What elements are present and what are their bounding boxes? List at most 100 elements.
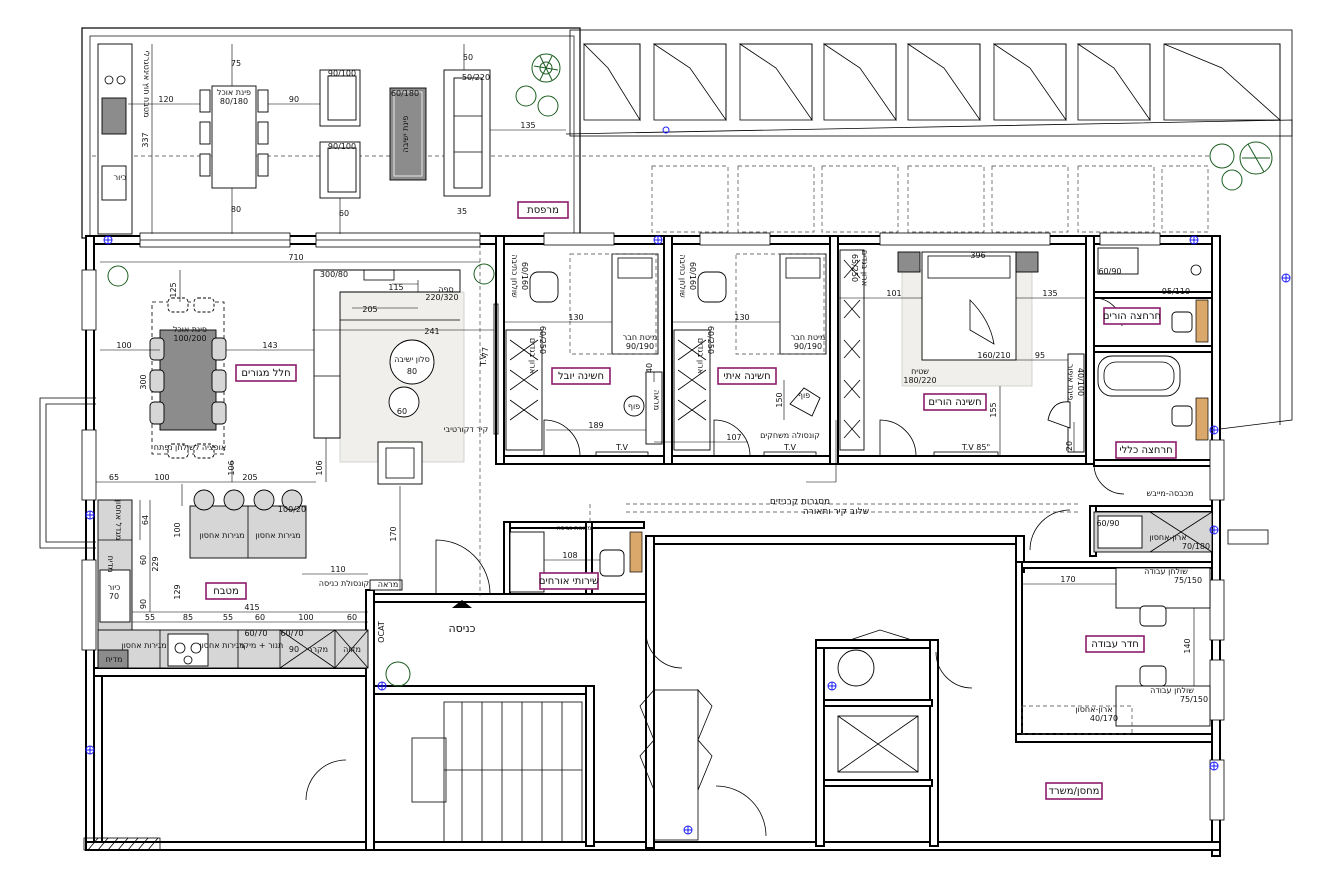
label-umbrella: מראה bbox=[378, 580, 399, 589]
dim-140: 140 bbox=[1183, 638, 1192, 653]
label-oven: תנור + מיקרו bbox=[237, 641, 284, 650]
balcony-outline bbox=[81, 27, 581, 239]
label-dining-out-size: 80/180 bbox=[220, 97, 248, 106]
dim-170: 170 bbox=[389, 526, 398, 541]
bedroom-furniture bbox=[505, 247, 1213, 773]
label-dishwasher: מדיח bbox=[106, 655, 123, 664]
label-shower-size: 95/110 bbox=[1162, 287, 1190, 296]
label-tv-c1: T.V bbox=[615, 443, 628, 452]
label-linen: ארון-אחסון bbox=[1149, 533, 1186, 542]
room-label-balcony: מרפסת bbox=[527, 205, 559, 216]
pergola-strip bbox=[569, 29, 1293, 137]
label-puf-1: פוף bbox=[628, 402, 640, 411]
dim-107: 107 bbox=[726, 433, 741, 442]
label-salon-num2: 60 bbox=[397, 407, 407, 416]
balcony-inner-outline bbox=[89, 35, 575, 237]
label-seating: פינת ישיבה bbox=[401, 116, 410, 153]
label-friend-bed-2: מיטת חבר bbox=[791, 333, 826, 342]
label-island-a: מגירות אחסון bbox=[199, 531, 244, 540]
dim-205b: 205 bbox=[242, 473, 257, 482]
label-desk-c2: שולחן כתיבה bbox=[678, 254, 687, 298]
label-island-size: 100/20 bbox=[278, 505, 306, 514]
label-dining-in-size: 100/200 bbox=[173, 334, 206, 343]
windows bbox=[39, 232, 1269, 821]
label-deco-wall: קיר דקורטיבי bbox=[444, 425, 489, 434]
room-label-master: חשינה הורים bbox=[928, 397, 981, 408]
label-desk-top-size: 75/150 bbox=[1174, 576, 1202, 585]
label-cab-a: מגירות אחסון bbox=[121, 641, 166, 650]
dim-85: 85 bbox=[183, 613, 193, 622]
dim-106: 106 bbox=[227, 460, 236, 475]
label-vanity-size: 40/100 bbox=[1076, 368, 1085, 396]
dim-60: 60 bbox=[339, 209, 349, 218]
dim-130b: 130 bbox=[734, 313, 749, 322]
balcony-furniture bbox=[97, 43, 491, 235]
dim-189: 189 bbox=[588, 421, 603, 430]
dimension-labels: 75 120 90 337 80 60 50 135 35 710 125 11… bbox=[109, 53, 1192, 654]
label-console-laundry: קונסולה משחקים bbox=[760, 431, 820, 440]
dim-125: 125 bbox=[169, 282, 178, 297]
dim-60d: 60 bbox=[139, 555, 148, 565]
label-tv85: T.V 85" bbox=[961, 443, 990, 452]
label-sofa-out-size: 50/220 bbox=[462, 73, 490, 82]
label-master-rug: שטיח bbox=[911, 367, 929, 376]
label-dining-out: פינת אוכל bbox=[217, 88, 251, 97]
label-ocat: OCAT bbox=[377, 621, 386, 643]
label-tv-c2: T.V bbox=[783, 443, 796, 452]
label-closet-c1-size: 60/250 bbox=[538, 326, 547, 354]
label-kitchen-col2: מדיח bbox=[106, 556, 115, 573]
label-sink-size: 60/90 bbox=[1098, 267, 1121, 276]
dim-50: 50 bbox=[463, 53, 473, 62]
dim-130: 130 bbox=[568, 313, 583, 322]
label-sofa-in-size2: 300/80 bbox=[320, 270, 348, 279]
label-bed-size-1: 90/190 bbox=[626, 342, 654, 351]
label-kitchen-col1: מגדל אחסון bbox=[114, 500, 123, 540]
label-curtains-note2: שלוב קיר ותאורה bbox=[803, 507, 869, 517]
dim-143: 143 bbox=[262, 341, 277, 350]
dim-205: 205 bbox=[362, 305, 377, 314]
room-label-guest-wc: שירותי אורחים bbox=[539, 576, 599, 587]
label-desk-c1-size: 60/160 bbox=[520, 262, 529, 290]
markers bbox=[85, 126, 1291, 835]
room-label-family: חלל מגורים bbox=[241, 368, 290, 379]
label-entrance: כניסה bbox=[448, 622, 475, 635]
dim-229: 229 bbox=[151, 556, 160, 571]
dimension-lines bbox=[96, 44, 1195, 686]
pergola-skylights bbox=[583, 43, 1281, 122]
dim-710: 710 bbox=[288, 253, 303, 262]
stairs bbox=[83, 629, 913, 851]
room-labels: מרפסת חלל מגורים מטבח חשינה יובל חשינה א… bbox=[205, 201, 1177, 800]
dim-65: 65 bbox=[109, 473, 119, 482]
dim-55b: 55 bbox=[223, 613, 233, 622]
label-chair-size-1: 90/100 bbox=[328, 69, 356, 78]
dim-115: 115 bbox=[388, 283, 403, 292]
label-closet-c1: ארון בגדים bbox=[528, 338, 537, 374]
dim-106b: 106 bbox=[315, 460, 324, 475]
label-chair-size-2: 90/100 bbox=[328, 142, 356, 151]
label-puf-2: פוף bbox=[798, 391, 810, 400]
living-furniture bbox=[149, 269, 499, 485]
room-label-general-bath: חרחצה כללי bbox=[1119, 445, 1172, 456]
label-kitchen-sink-size: 70 bbox=[109, 592, 119, 601]
label-laundry: מכבסה-מייבש bbox=[1147, 489, 1194, 498]
dim-100d: 100 bbox=[298, 613, 313, 622]
label-sink-size-2: 60/90 bbox=[1096, 519, 1119, 528]
label-study-closet: ארון-אחסון bbox=[1075, 705, 1112, 714]
dim-135b: 135 bbox=[1042, 289, 1057, 298]
dim-396: 396 bbox=[970, 251, 985, 260]
room-label-kitchen: מטבח bbox=[213, 586, 239, 597]
dim-101: 101 bbox=[886, 289, 901, 298]
label-curtains-note: מסגרות קרניזים bbox=[770, 497, 830, 507]
label-vanity: פינת איפור bbox=[1066, 364, 1075, 401]
dim-40: 40 bbox=[645, 363, 654, 373]
label-master-closet-size: 65/250 bbox=[850, 254, 859, 282]
skylight-grid bbox=[92, 155, 1212, 233]
label-closet-c2-size: 60/250 bbox=[706, 326, 715, 354]
dim-20: 20 bbox=[1065, 441, 1074, 451]
dim-415: 415 bbox=[244, 603, 259, 612]
label-cab-b: מגירות אחסון bbox=[199, 641, 244, 650]
label-desk-top: שולחן עבודה bbox=[1144, 567, 1188, 576]
dim-60c: 60 bbox=[347, 613, 357, 622]
dim-150: 150 bbox=[775, 392, 784, 407]
dim-35: 35 bbox=[457, 207, 467, 216]
